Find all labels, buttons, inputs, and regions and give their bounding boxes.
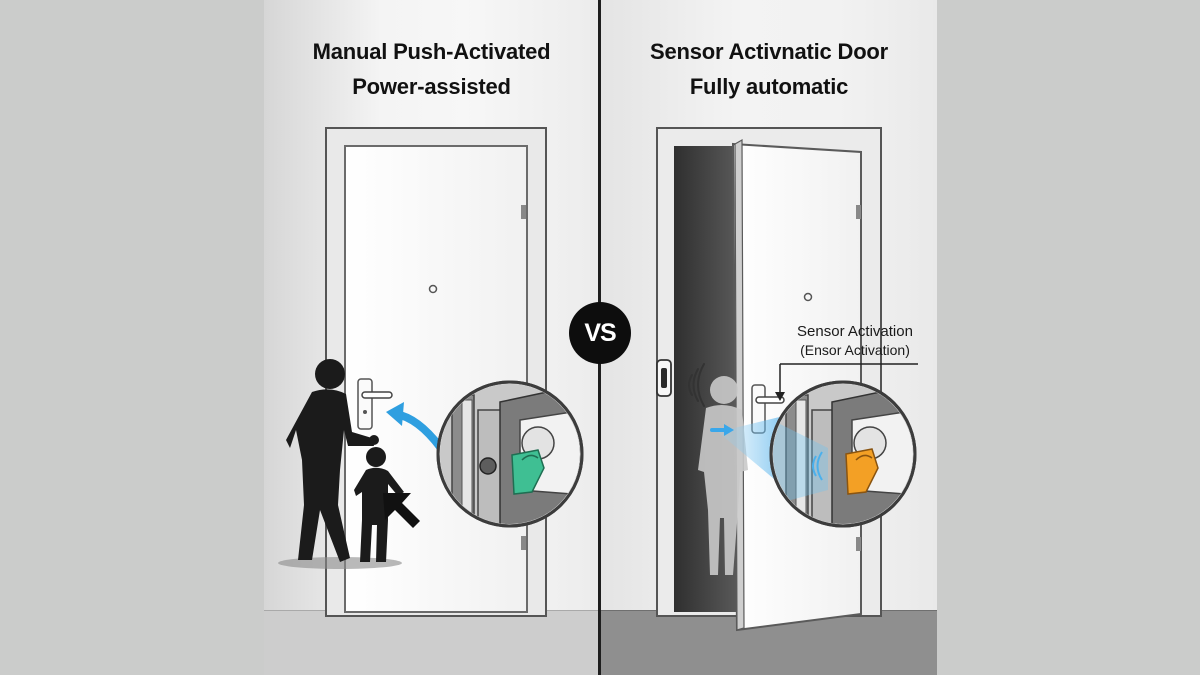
vs-badge: VS [569, 302, 631, 364]
curved-arrow-icon [386, 402, 444, 451]
latch-magnifier-icon [436, 380, 584, 528]
hinge-top-left [521, 205, 526, 219]
door-leaf-left [344, 145, 528, 613]
sensor-waves-icon [688, 363, 705, 407]
automatic-door-title: Sensor Activnatic Door Fully automatic [601, 34, 937, 104]
left-margin-band [0, 0, 264, 675]
latch-magnifier-icon [769, 380, 917, 528]
peephole-right [803, 292, 813, 302]
hinge-bottom-right [856, 537, 861, 551]
child-silhouette-icon [354, 447, 404, 562]
motion-sensor-icon [656, 359, 672, 397]
right-margin-band [937, 0, 1200, 675]
automatic-title-line2: Fully automatic [689, 74, 849, 99]
manual-door [325, 127, 547, 617]
manual-title-line2: Power-assisted [352, 74, 511, 99]
adult-silhouette-icon [278, 359, 402, 569]
door-handle-left [361, 391, 393, 399]
manual-title-line1: Manual Push-Activated [312, 39, 551, 64]
floor-left [264, 610, 599, 675]
callout-pointer [775, 363, 918, 401]
handle-plate-left [357, 378, 373, 430]
sensor-callout: Sensor Activation (Ensor Activation) [770, 323, 940, 359]
peephole-left [428, 284, 438, 294]
ghost-person-icon [698, 376, 748, 575]
sensor-callout-line2: (Ensor Activation) [800, 342, 910, 358]
manual-door-title: Manual Push-Activated Power-assisted [264, 34, 599, 104]
hinge-top-right [856, 205, 861, 219]
push-arrow-icon [383, 493, 420, 528]
keyhole-left [363, 410, 367, 414]
door-handle-right [755, 396, 785, 404]
sensor-callout-line1: Sensor Activation [797, 323, 913, 340]
hinge-bottom-left [521, 536, 526, 550]
automatic-title-line1: Sensor Activnatic Door [649, 39, 889, 64]
